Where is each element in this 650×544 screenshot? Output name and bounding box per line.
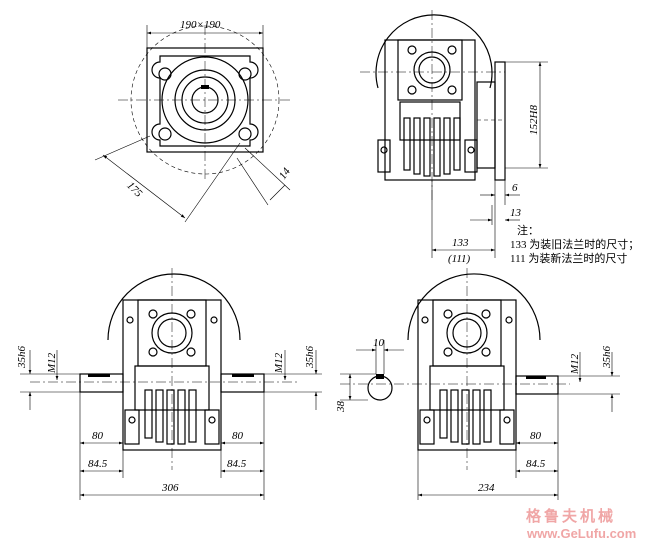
flange-face-view: 190×190 175 14 bbox=[94, 19, 293, 223]
dim-190x190: 190×190 bbox=[180, 19, 221, 31]
note-heading: 注： bbox=[517, 223, 539, 237]
dim-306: 306 bbox=[161, 482, 179, 494]
dim-m12-right: M12 bbox=[273, 352, 285, 374]
dim-key-38: 38 bbox=[335, 401, 347, 414]
dim-6: 6 bbox=[512, 182, 518, 194]
dim-175: 175 bbox=[124, 180, 145, 201]
watermark-cn: 格鲁夫机械 bbox=[526, 507, 616, 525]
dim-14: 14 bbox=[277, 165, 293, 181]
dim-133: 133 bbox=[452, 237, 469, 249]
front-view-double-shaft: 35h6 M12 35h6 M12 80 80 84.5 84.5 306 bbox=[16, 268, 322, 500]
dim-80-left: 80 bbox=[92, 430, 104, 442]
watermark: 格鲁夫机械 www.GeLufu.com bbox=[526, 507, 636, 541]
dim-84-5: 84.5 bbox=[526, 458, 546, 470]
dim-234: 234 bbox=[478, 482, 495, 494]
dim-84-5-left: 84.5 bbox=[88, 458, 108, 470]
dim-m12-left: M12 bbox=[46, 352, 58, 374]
dim-84-5-right: 84.5 bbox=[227, 458, 247, 470]
dim-80: 80 bbox=[530, 430, 542, 442]
dim-13: 13 bbox=[510, 207, 522, 219]
note-line-1: 133 为装旧法兰时的尺寸； bbox=[510, 237, 639, 251]
dim-35h6-right: 35h6 bbox=[304, 346, 316, 370]
dim-35h6-left: 35h6 bbox=[16, 346, 28, 370]
side-view: 152H8 6 13 133 (111) 注： 133 为装旧法兰时的尺寸； 1… bbox=[360, 10, 639, 265]
note-line-2: 111 为装新法兰时的尺寸 bbox=[510, 251, 627, 265]
dim-152h8: 152H8 bbox=[528, 105, 540, 135]
dim-m12: M12 bbox=[569, 353, 581, 375]
dim-111: (111) bbox=[448, 253, 471, 265]
dim-key-10: 10 bbox=[373, 337, 385, 349]
front-view-single-shaft: 10 38 M12 35h6 80 84.5 234 bbox=[335, 268, 620, 500]
dim-35h6: 35h6 bbox=[601, 346, 613, 370]
watermark-url: www.GeLufu.com bbox=[526, 526, 636, 541]
dim-80-right: 80 bbox=[232, 430, 244, 442]
